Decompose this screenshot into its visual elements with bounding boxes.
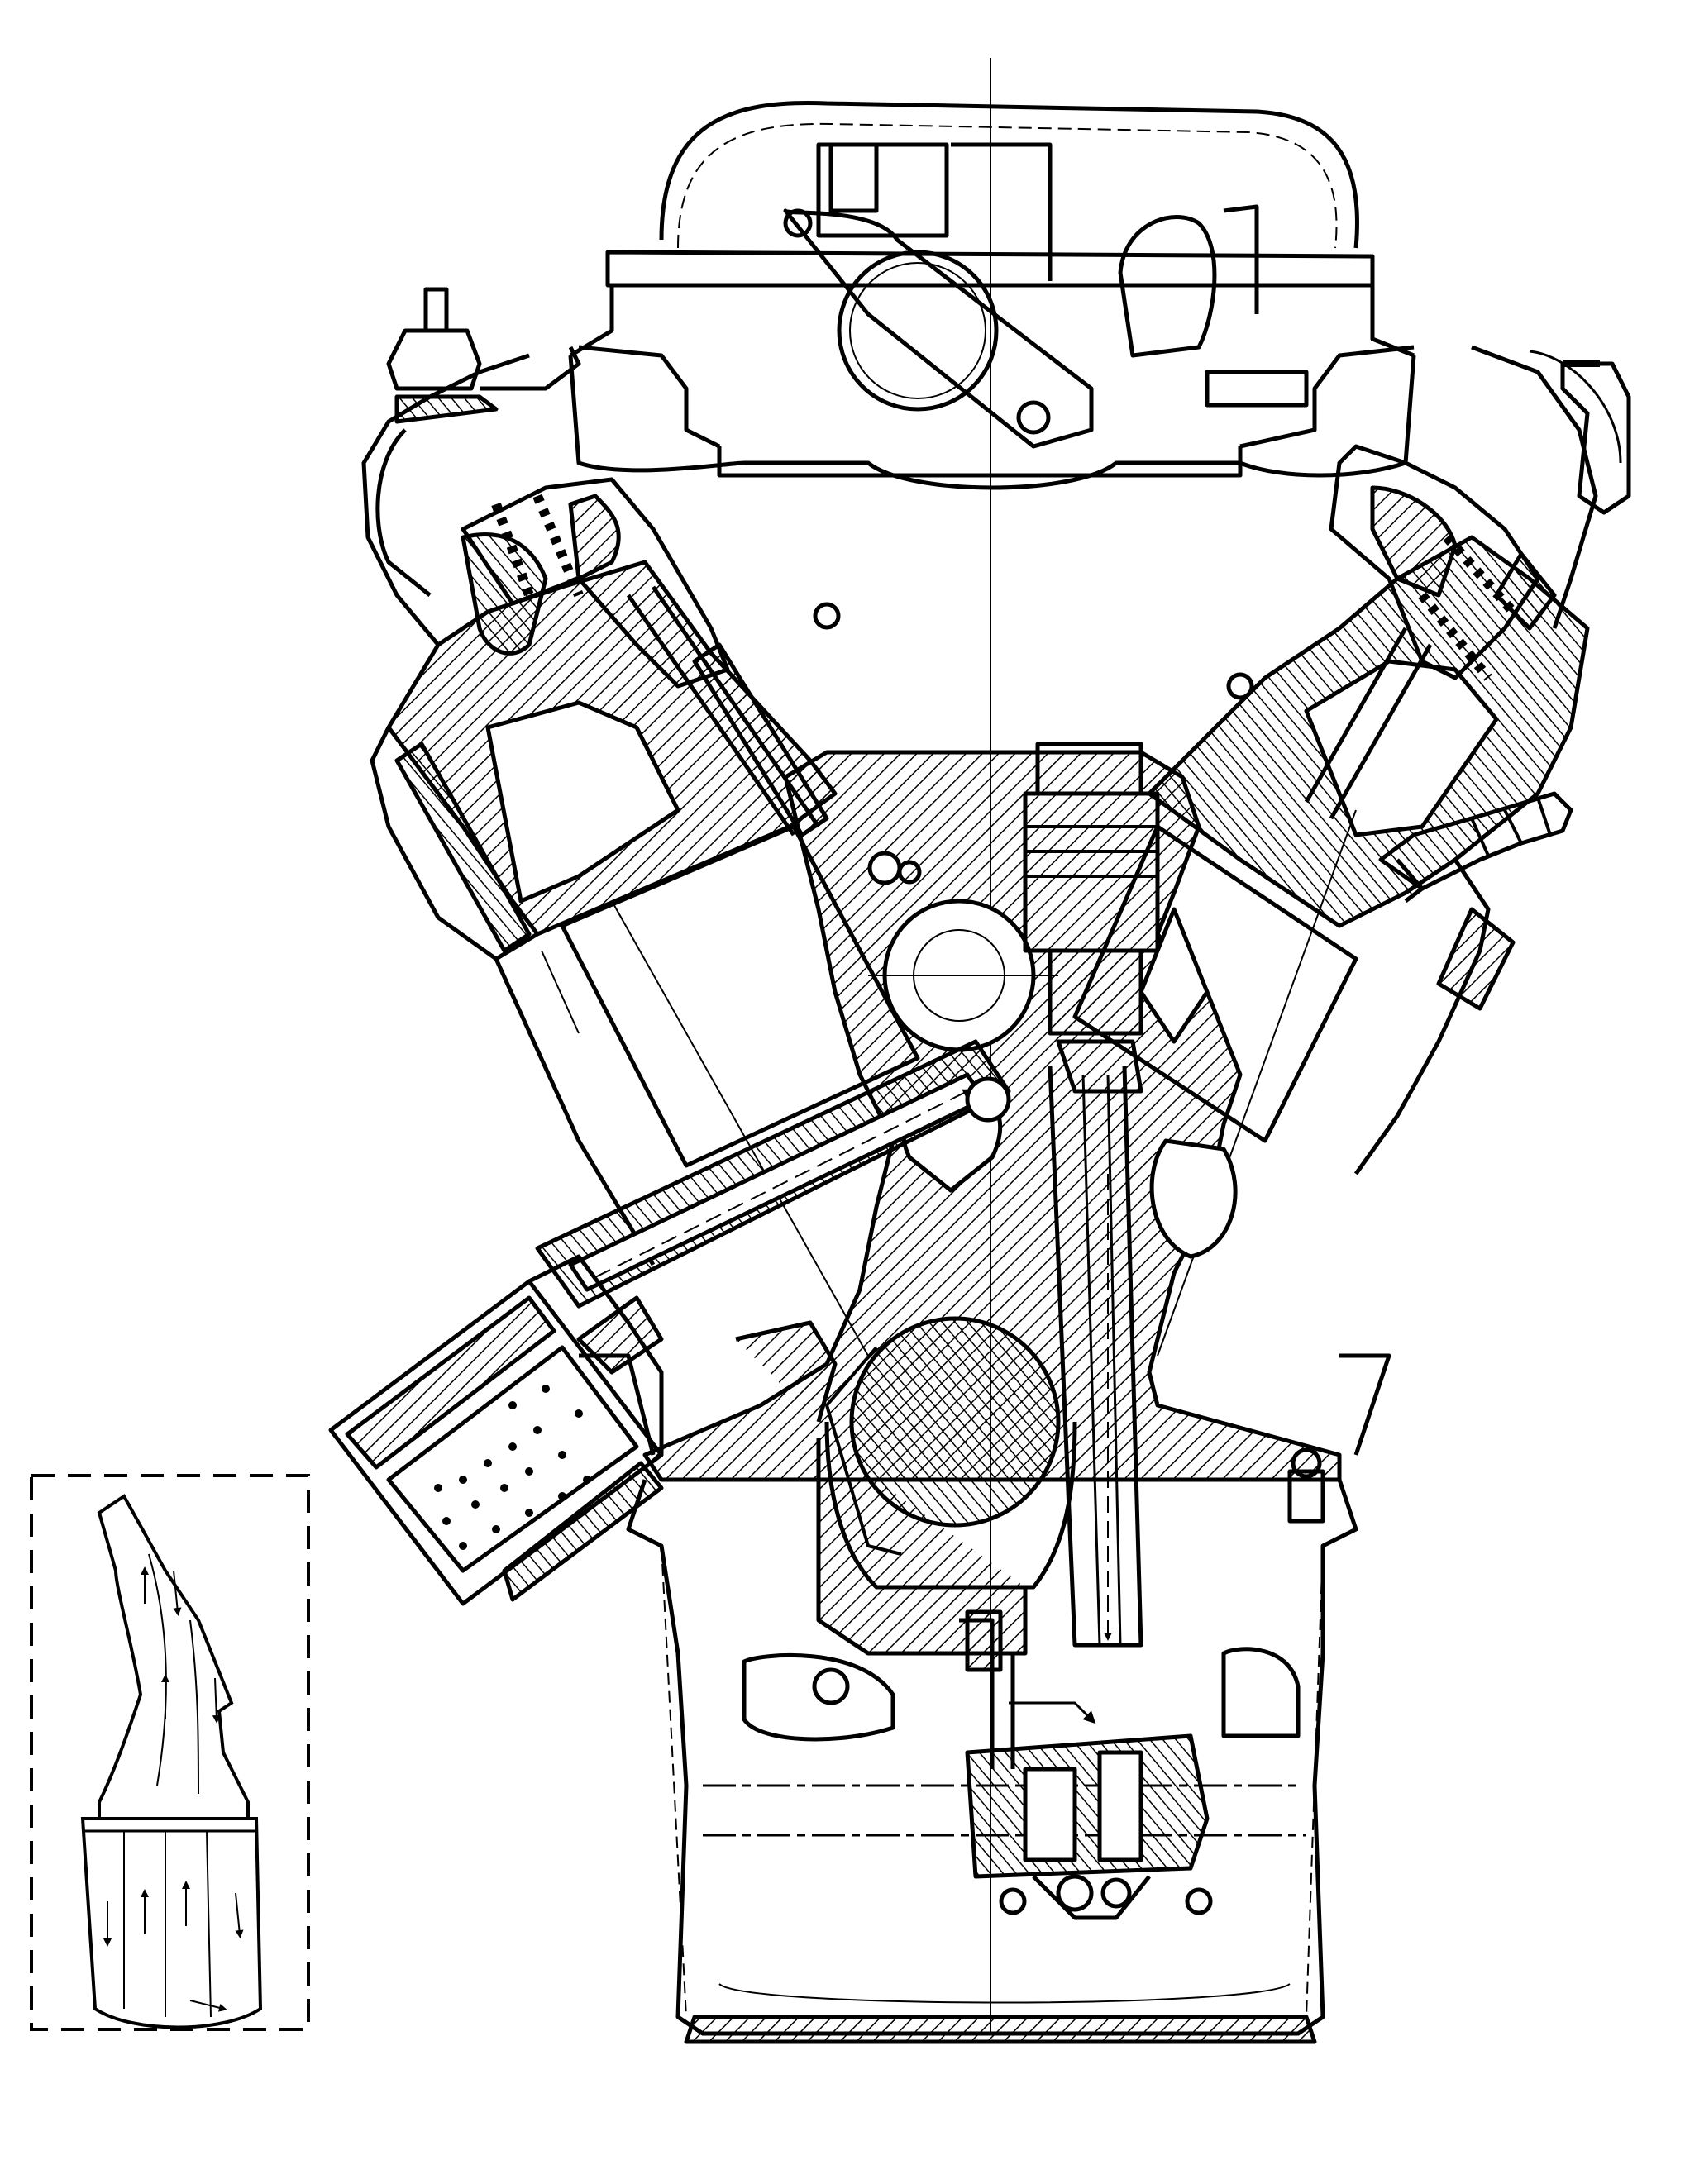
- oil-flow-detail-inset: [30, 1474, 310, 2031]
- cylinder-head-top: [361, 345, 1622, 646]
- oil-filter-cartridge: [328, 1254, 664, 1606]
- right-valve-spring-assembly: [1304, 360, 1631, 820]
- crankshaft-main-bearing: [735, 1316, 1077, 1656]
- oil-gallery-passage: [535, 1039, 1011, 1309]
- intake-manifold: [569, 101, 1415, 478]
- spark-plug: [1378, 791, 1573, 903]
- engine-block-cross-section: [328, 58, 1631, 2044]
- center-piston-connecting-rod: [1023, 742, 1160, 1648]
- oil-pump-assembly: [812, 1609, 1213, 1920]
- left-rocker-stud: [375, 287, 581, 597]
